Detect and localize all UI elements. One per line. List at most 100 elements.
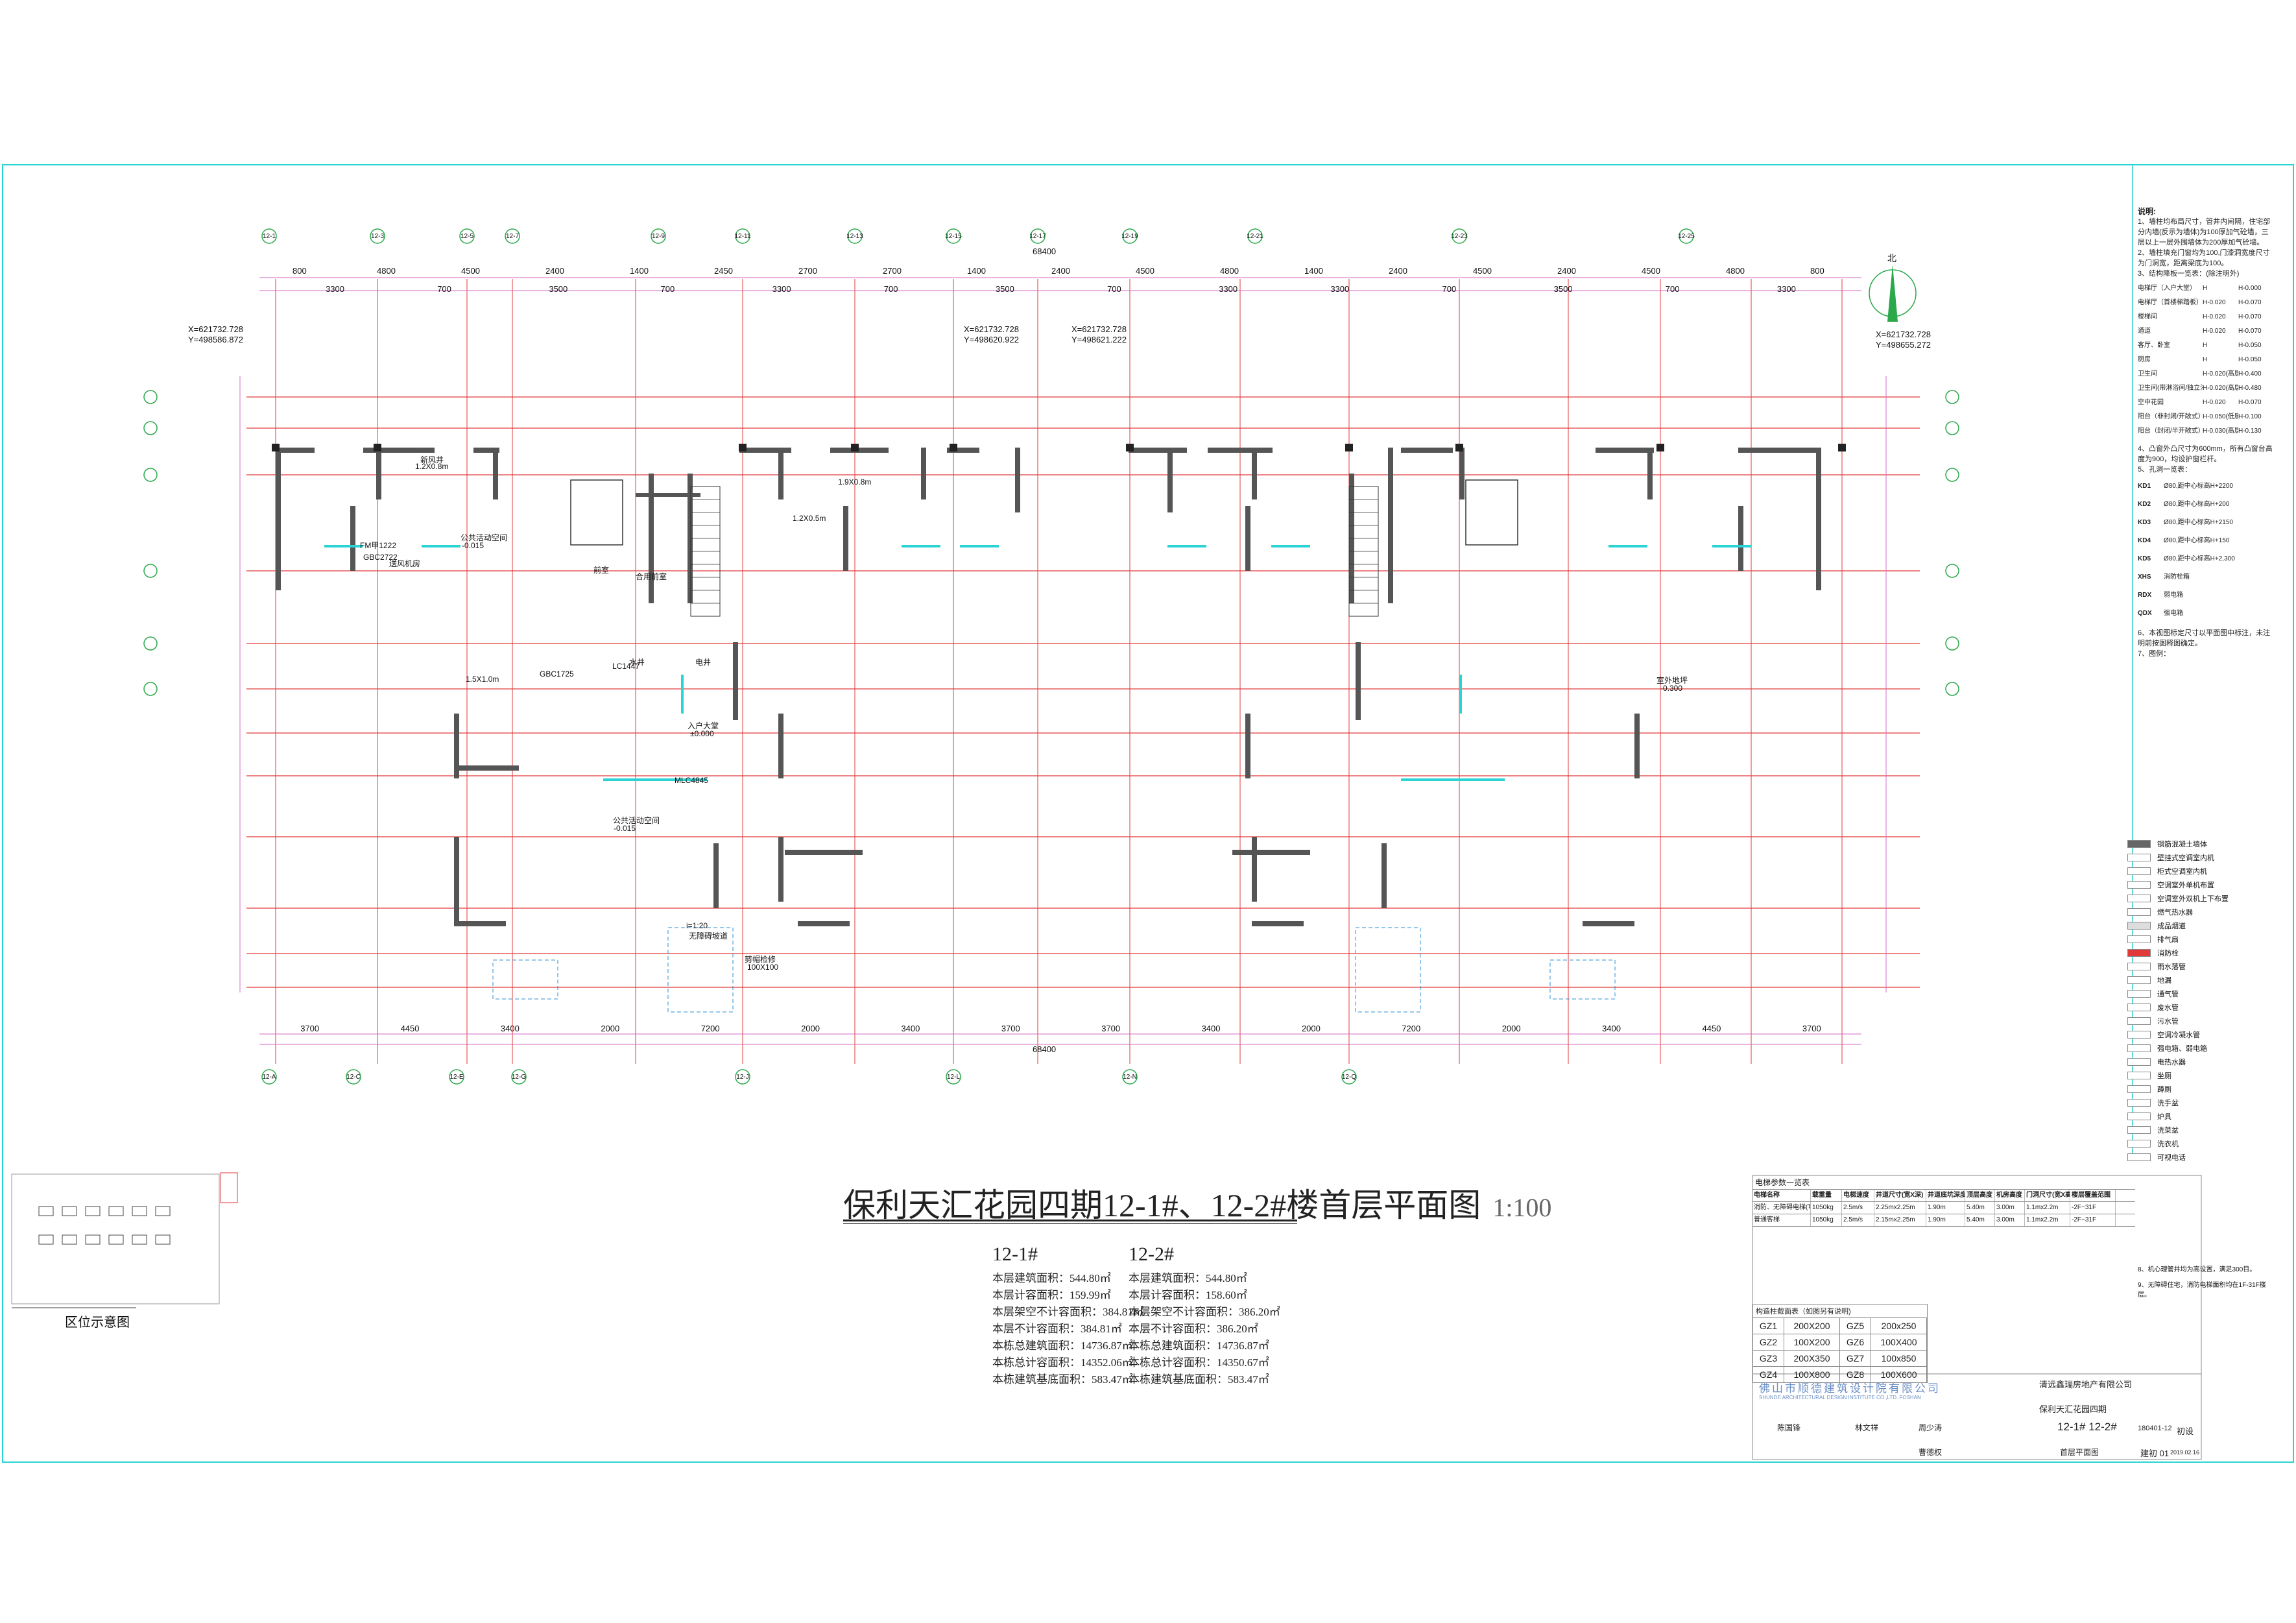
grid-bubble-bottom (511, 1069, 527, 1085)
grid-bubble-top (847, 228, 863, 244)
overall-dim-bottom: 68400 (1033, 1044, 1057, 1054)
dim-bottom: 7200 (1402, 1024, 1421, 1033)
grid-bubble-right (1945, 682, 1959, 696)
grid-bubble-top (1247, 228, 1263, 244)
legend-item: 洗菜盆 (2127, 1123, 2277, 1136)
dim-bottom: 3700 (1001, 1024, 1020, 1033)
legend-item: 洗手盆 (2127, 1096, 2277, 1109)
slab-row: 阳台（非封闭/开敞式）H-0.050(低层)H-0.100 (2138, 413, 2262, 420)
wall (1252, 448, 1257, 499)
dim-bottom: 3400 (1201, 1024, 1221, 1033)
legend-item: 蹲厕 (2127, 1082, 2277, 1096)
wall (843, 506, 848, 571)
elevator-shaft (570, 479, 623, 546)
dim-top-2: 3500 (1553, 284, 1573, 294)
wall (1647, 448, 1653, 499)
grid-bubble-bottom (1341, 1069, 1357, 1085)
grid-bubble-top (1122, 228, 1138, 244)
legend-item: 燃气热水器 (2127, 905, 2277, 919)
room-label: 送风机房 (389, 559, 421, 568)
window (1712, 545, 1751, 547)
dim-top-2: 3300 (1219, 284, 1238, 294)
legend-item: 壁挂式空调室内机 (2127, 850, 2277, 864)
grid-bubble-top (1679, 228, 1694, 244)
window (1459, 675, 1462, 714)
legend-symbol-icon (2127, 908, 2151, 916)
grid-bubble-right (1945, 421, 1959, 435)
elevator-table-title: 电梯参数一览表 (1752, 1175, 2135, 1190)
keyplan-north (220, 1172, 238, 1203)
tb-project-no: 180401-12 (2138, 1425, 2172, 1432)
grid-label-top: 12-23 (1451, 233, 1468, 240)
wall (636, 493, 700, 497)
wall (1459, 448, 1465, 499)
dim-top: 800 (1810, 266, 1824, 276)
legend-symbol-icon (2127, 1044, 2151, 1052)
legend-item: 柜式空调室内机 (2127, 864, 2277, 878)
column (1345, 444, 1353, 451)
column (1838, 444, 1846, 451)
grid-label-bottom: 12-A (262, 1074, 276, 1081)
wall (1596, 448, 1654, 453)
column (1126, 444, 1134, 451)
dim-top: 2700 (798, 266, 817, 276)
column (272, 444, 280, 451)
wall (733, 642, 738, 720)
keyplan-building (62, 1206, 77, 1216)
room-label: FM甲1222 (360, 541, 397, 550)
wall (1167, 448, 1173, 512)
grid-label-top: 12-11 (735, 233, 751, 240)
legend-item: 坐厕 (2127, 1068, 2277, 1082)
grid-bubble-top (946, 228, 961, 244)
wall (1232, 850, 1310, 855)
legend-symbol-icon (2127, 989, 2151, 998)
grid-label-top: 12-3 (371, 233, 384, 240)
legend-symbol-icon (2127, 839, 2151, 848)
dim-top: 2700 (883, 266, 902, 276)
wall (1208, 448, 1273, 453)
dim-top-2: 3300 (326, 284, 344, 294)
legend-item: 洗衣机 (2127, 1136, 2277, 1150)
room-label: -0.015 (614, 824, 636, 833)
dim-bottom: 3700 (1101, 1024, 1121, 1033)
grid-bubble-right (1945, 564, 1959, 578)
keyplan-building (155, 1206, 171, 1216)
grid-label-bottom: 12-E (449, 1074, 463, 1081)
tb-date: 2019.02.16 (2170, 1449, 2200, 1456)
dim-top-2: 700 (883, 284, 898, 294)
room-label: 公共活动空间 (460, 533, 508, 542)
wall (1129, 448, 1187, 453)
wall (798, 921, 850, 926)
grid-label-top: 12-9 (652, 233, 665, 240)
window (960, 545, 999, 547)
legend: 钢筋混凝土墙体壁挂式空调室内机柜式空调室内机空调室外单机布置空调室外双机上下布置… (2127, 837, 2277, 1164)
window (902, 545, 940, 547)
wall (1015, 448, 1020, 512)
legend-symbol-icon (2127, 1153, 2151, 1161)
wall (1583, 921, 1634, 926)
dim-top-2: 3500 (549, 284, 568, 294)
dim-top-2: 700 (1442, 284, 1457, 294)
grid-bubble-top (459, 228, 475, 244)
dim-bottom: 2000 (1301, 1024, 1321, 1033)
column (739, 444, 747, 451)
keyplan-building (85, 1206, 101, 1216)
wall (1738, 506, 1743, 571)
legend-symbol-icon (2127, 962, 2151, 970)
dim-top-2: 700 (660, 284, 675, 294)
legend-item: 污水管 (2127, 1014, 2277, 1028)
keyplan-building (38, 1234, 54, 1245)
wall (688, 474, 693, 603)
legend-item: 可视电话 (2127, 1150, 2277, 1164)
